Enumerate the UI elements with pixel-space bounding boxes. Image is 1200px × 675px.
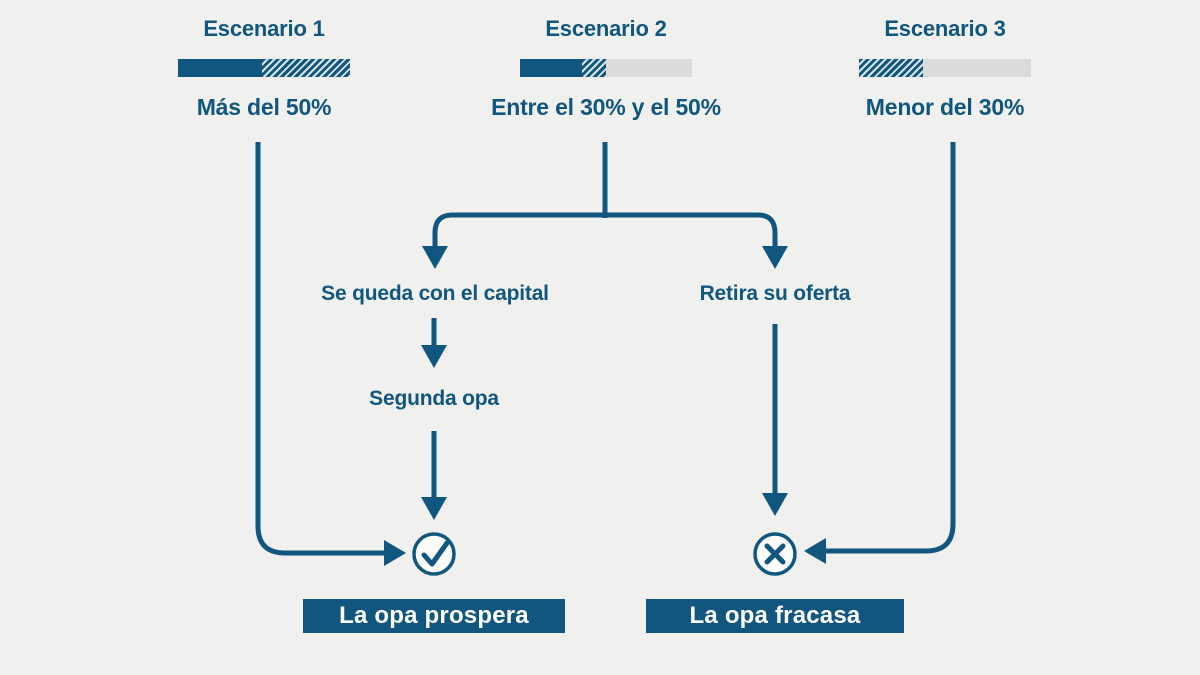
scenario1-ownership-bar: [178, 59, 350, 77]
bar-segment-track: [605, 59, 692, 77]
scenario1-connector-line: [255, 142, 386, 556]
bar-segment-track: [922, 59, 1031, 77]
scenario2-ownership-bar: [520, 59, 692, 77]
scenario3-ownership-bar: [859, 59, 1031, 77]
branch-left-label: Se queda con el capital: [321, 282, 549, 305]
scenario2-branch-connector-line: [432, 212, 778, 248]
outcome-failure-box: La opa fracasa: [646, 599, 904, 633]
scenario3-connector-line: [824, 142, 956, 554]
bar-segment-hatch: [262, 59, 350, 77]
check-icon: [412, 532, 456, 576]
scenario1-threshold-label: Más del 50%: [196, 94, 332, 120]
scenario-column-2: Escenario 2 Entre el 30% y el 50%: [446, 16, 766, 121]
cross-icon: [753, 532, 797, 576]
bar-segment-hatch: [581, 59, 606, 77]
scenario3-threshold-label: Menor del 30%: [865, 94, 1025, 120]
scenario1-title: Escenario 1: [203, 16, 325, 41]
scenario-column-3: Escenario 3 Menor del 30%: [785, 16, 1105, 121]
segunda-to-check-arrowhead-icon: [421, 497, 447, 520]
scenario-column-1: Escenario 1 Más del 50%: [104, 16, 424, 121]
bar-segment-solid: [520, 59, 582, 77]
capital-to-segunda-arrowhead-icon: [421, 345, 447, 368]
outcome-success-label: La opa prospera: [339, 602, 529, 629]
scenario3-title: Escenario 3: [884, 16, 1006, 41]
branch-right-label: Retira su oferta: [699, 282, 851, 305]
branch-left-arrowhead-down-icon: [422, 246, 448, 269]
scenario1-arrowhead-right-icon: [384, 540, 406, 566]
scenario3-arrowhead-left-icon: [804, 538, 826, 564]
scenario2-title: Escenario 2: [545, 16, 667, 41]
outcome-success-box: La opa prospera: [303, 599, 565, 633]
bar-segment-solid: [178, 59, 263, 77]
scenario2-threshold-label: Entre el 30% y el 50%: [491, 94, 721, 120]
bar-segment-hatch: [859, 59, 923, 77]
retira-to-cross-arrowhead-icon: [762, 493, 788, 516]
branch-right-arrowhead-down-icon: [762, 246, 788, 269]
outcome-failure-label: La opa fracasa: [689, 602, 861, 629]
segunda-opa-label: Segunda opa: [369, 387, 499, 410]
